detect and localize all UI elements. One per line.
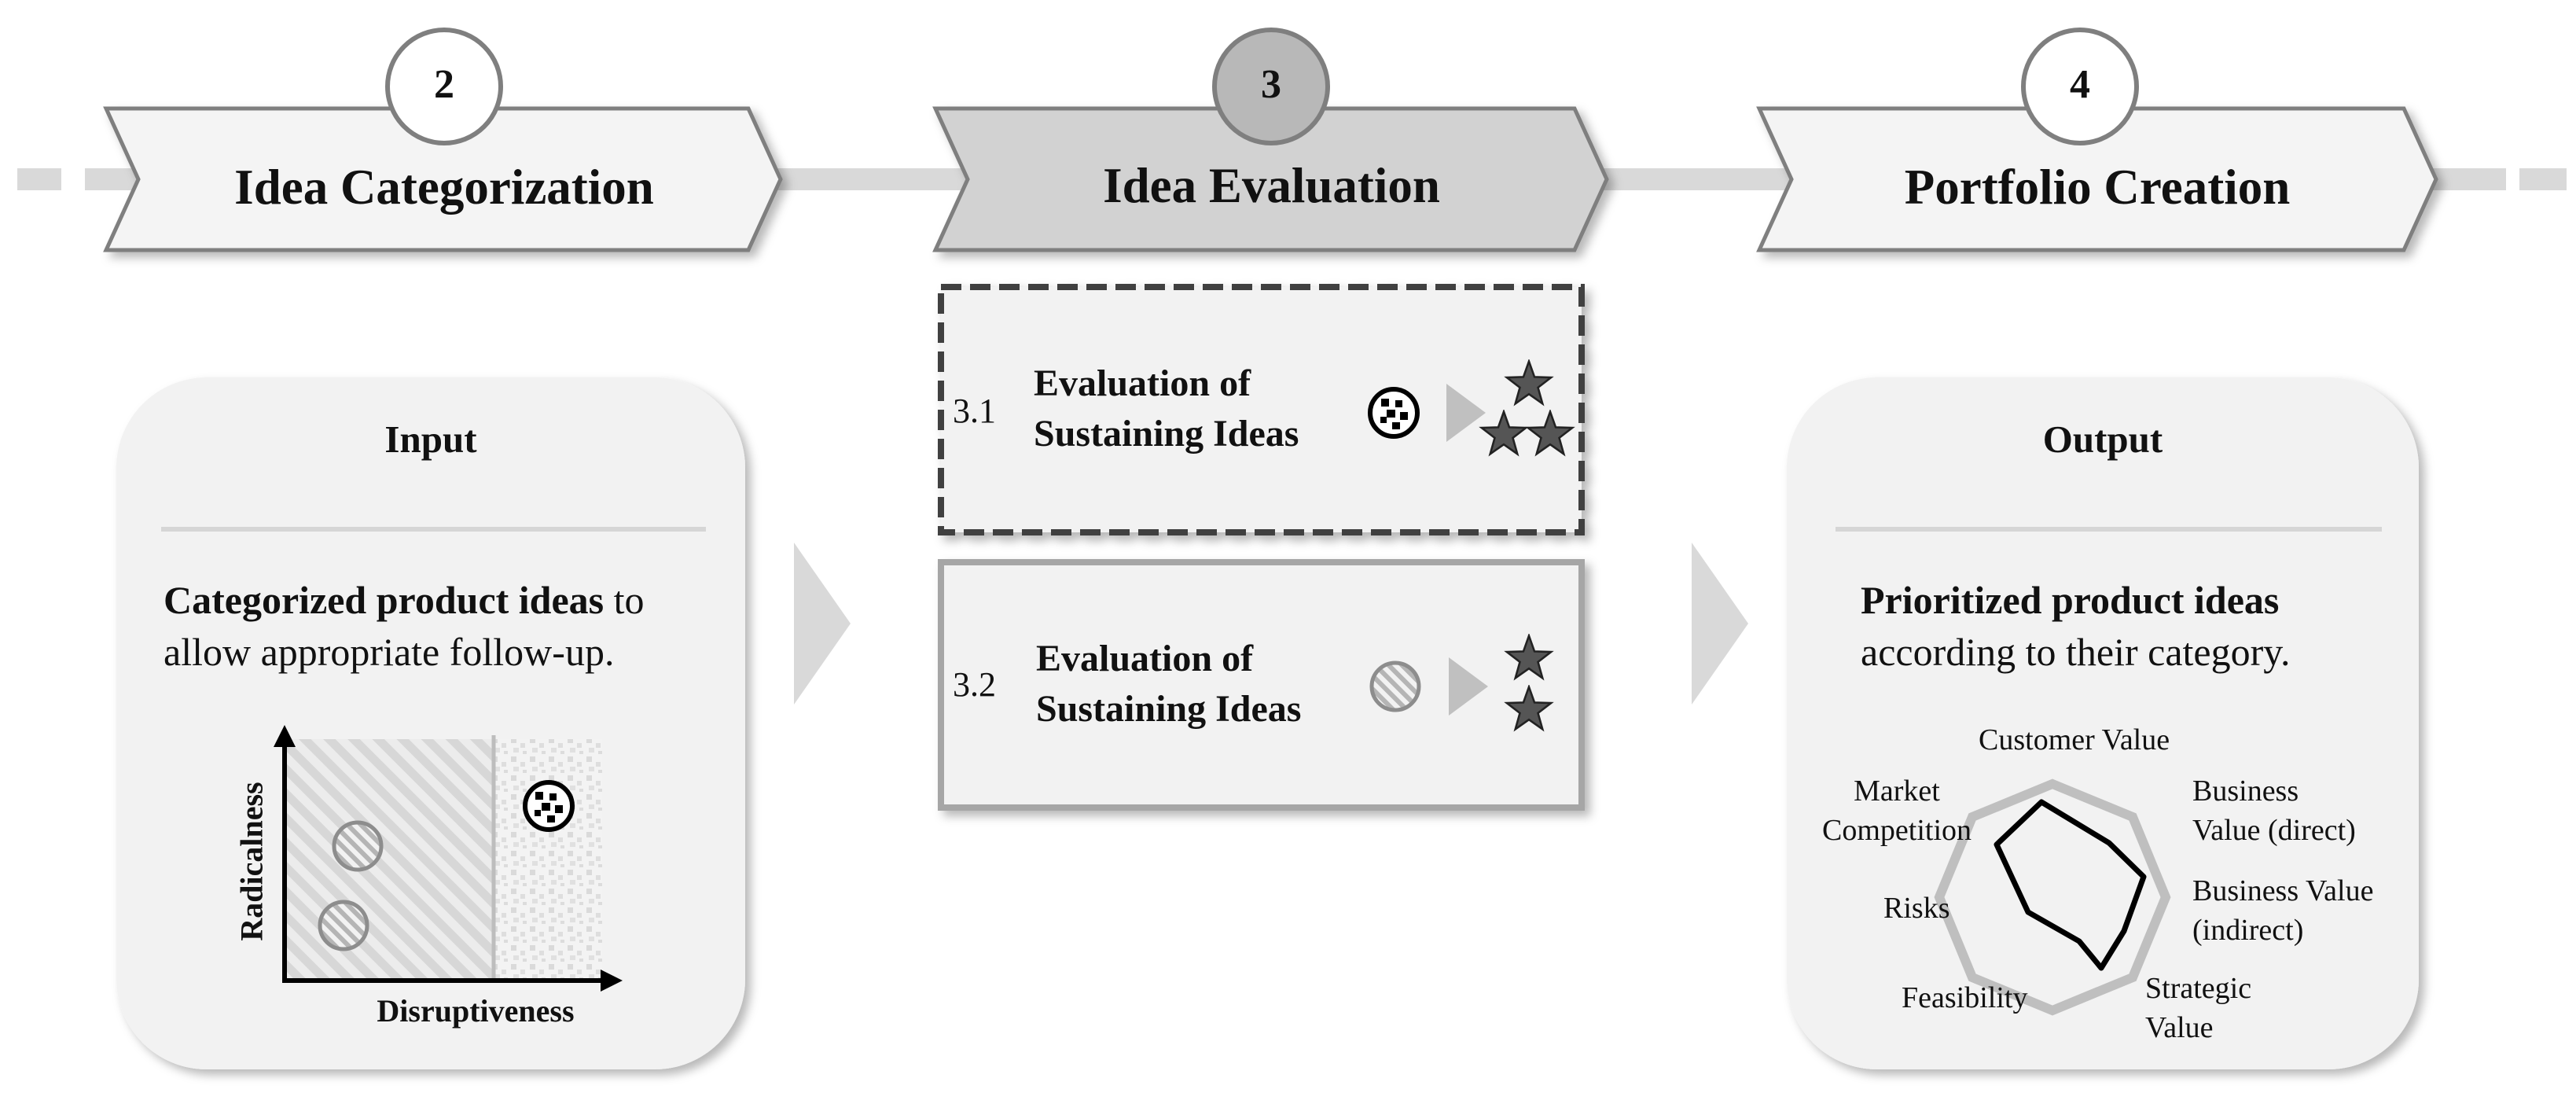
flow-arrow-left [794, 543, 851, 705]
evaluation-box-3-1 [938, 284, 1585, 535]
evaluation-number-3-2: 3.2 [953, 665, 996, 704]
sustaining-zone [285, 739, 494, 979]
x-axis-arrow [601, 970, 623, 992]
y-axis-label: Radicalness [233, 782, 270, 941]
radar-label-business-direct: Business Value (direct) [2192, 771, 2356, 850]
transition-arrow-icon [1449, 657, 1488, 716]
x-axis-label: Disruptiveness [377, 993, 575, 1029]
output-title: Output [2042, 418, 2163, 461]
radar-label-customer-value: Customer Value [1979, 723, 2170, 756]
sustaining-idea-marker [318, 900, 369, 951]
radar-label-line: Value (direct) [2192, 814, 2356, 847]
input-title: Input [384, 418, 477, 461]
evaluation-title-3-1: Evaluation of Sustaining Ideas [1034, 359, 1299, 459]
radar-label-feasibility: Feasibility [1902, 981, 2028, 1014]
y-axis-arrow [274, 725, 296, 747]
striped-circle-icon [1369, 661, 1421, 712]
radar-label-line: Strategic [2145, 972, 2252, 1005]
radar-profile [1994, 799, 2147, 971]
step-number-circle-3 [1212, 28, 1330, 145]
input-description-rest: to [604, 578, 645, 622]
step-number-circle-2 [385, 28, 503, 145]
step-number-circle-4 [2021, 28, 2139, 145]
output-box [1787, 377, 2419, 1069]
flow-arrow-right [1692, 543, 1748, 705]
step-title-4: Portfolio Creation [1904, 160, 2291, 215]
input-description-bold: Categorized product ideas [164, 578, 604, 622]
step-title-2: Idea Categorization [234, 160, 654, 215]
sustaining-idea-marker [332, 820, 384, 872]
input-description: Categorized product ideas to [164, 574, 645, 626]
transition-arrow-icon [1446, 384, 1486, 442]
evaluation-number-3-1: 3.1 [953, 392, 996, 430]
radar-octagon [1934, 778, 2171, 1016]
step-number-4: 4 [2070, 62, 2090, 107]
evaluation-title-line2: Sustaining Ideas [1034, 413, 1299, 454]
step-number-3: 3 [1261, 62, 1281, 107]
step-number-2: 2 [434, 62, 454, 107]
checkered-circle-icon [1368, 387, 1420, 439]
evaluation-title-3-2: Evaluation of Sustaining Ideas [1036, 634, 1301, 734]
radar-label-line: Market [1854, 775, 1940, 808]
radar-label-strategic-value: Strategic Value [2145, 969, 2251, 1047]
output-description-line2: according to their category. [1861, 630, 2291, 674]
radar-label-business-indirect: Business Value (indirect) [2192, 871, 2373, 950]
step-chevron-2 [103, 106, 783, 252]
radar-label-line: (indirect) [2192, 914, 2304, 947]
radar-label-market-competition: Market Competition [1802, 771, 1991, 850]
disruptive-idea-marker [523, 780, 575, 832]
input-description-line2: allow appropriate follow-up. [164, 630, 615, 674]
radar-label-line: Business [2192, 775, 2299, 808]
evaluation-title-line1: Evaluation of [1036, 638, 1254, 679]
step-chevron-3 [932, 106, 1609, 252]
output-description-bold: Prioritized product ideas [1861, 578, 2280, 622]
step-title-3: Idea Evaluation [1103, 158, 1440, 213]
radar-label-line: Competition [1822, 814, 1972, 847]
radar-label-line: Business Value [2192, 874, 2374, 907]
disruptive-zone [494, 739, 602, 979]
radar-label-line: Value [2145, 1011, 2214, 1044]
evaluation-title-line2: Sustaining Ideas [1036, 688, 1302, 730]
radar-label-risks: Risks [1883, 892, 1950, 925]
categorization-chart [274, 725, 623, 992]
step-chevron-4 [1756, 106, 2438, 252]
evaluation-title-line1: Evaluation of [1034, 362, 1251, 404]
